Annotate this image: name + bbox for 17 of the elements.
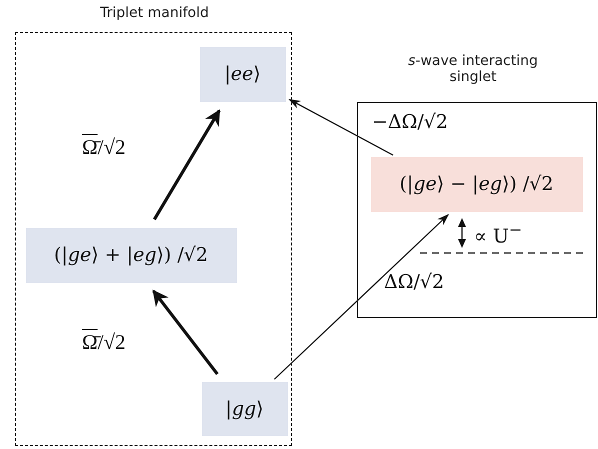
arrow — [152, 109, 221, 220]
energy-label: −ΔΩ/√2 — [372, 111, 448, 133]
group-heading: s-wave interacting singlet — [407, 53, 539, 85]
arrow — [288, 99, 394, 156]
state-label: (|ge⟩ + |eg⟩) /√2 — [54, 244, 208, 266]
state-box — [200, 46, 286, 102]
state-label: (|ge⟩ − |eg⟩) /√2 — [400, 173, 554, 195]
group-heading: Triplet manifold — [99, 5, 210, 21]
state-box — [26, 228, 236, 282]
energy-label: ΔΩ/√2 — [384, 271, 444, 293]
state-box — [370, 156, 582, 212]
state-label: |gg⟩ — [225, 398, 264, 420]
gap-label: ∝ U$^{−}$ — [474, 220, 522, 248]
arrow — [274, 214, 450, 380]
arrow — [152, 290, 219, 376]
state-box — [202, 382, 288, 436]
state-label: |ee⟩ — [224, 63, 261, 85]
